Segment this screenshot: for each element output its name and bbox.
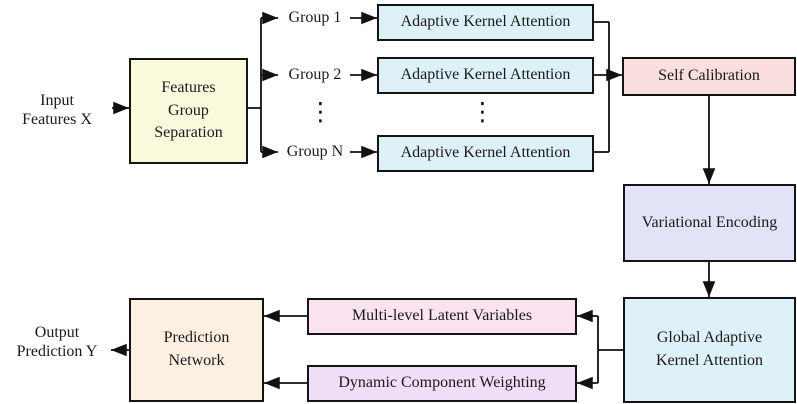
input-features-label: Input Features X bbox=[22, 92, 92, 128]
vertical-ellipsis-icon: ⋮ bbox=[308, 97, 333, 126]
vertical-ellipsis-icon: ⋮ bbox=[470, 97, 495, 126]
multi-level-latent-variables-node: Multi-level Latent Variables bbox=[307, 298, 577, 335]
variational-encoding-node: Variational Encoding bbox=[623, 184, 796, 262]
adaptive-kernel-attention-node-n: Adaptive Kernel Attention bbox=[377, 135, 594, 172]
global-adaptive-kernel-attention-node: Global Adaptive Kernel Attention bbox=[623, 297, 796, 403]
group-2-label: Group 2 bbox=[288, 66, 342, 83]
adaptive-kernel-attention-node-2: Adaptive Kernel Attention bbox=[377, 57, 594, 94]
adaptive-kernel-attention-node-1: Adaptive Kernel Attention bbox=[377, 4, 594, 41]
self-calibration-node: Self Calibration bbox=[622, 57, 796, 96]
dynamic-component-weighting-node: Dynamic Component Weighting bbox=[307, 365, 577, 402]
group-1-label: Group 1 bbox=[288, 9, 342, 26]
features-group-separation-node: Features Group Separation bbox=[129, 58, 248, 164]
output-prediction-label: Output Prediction Y bbox=[16, 324, 98, 360]
group-n-label: Group N bbox=[286, 143, 344, 160]
prediction-network-node: Prediction Network bbox=[129, 298, 264, 402]
